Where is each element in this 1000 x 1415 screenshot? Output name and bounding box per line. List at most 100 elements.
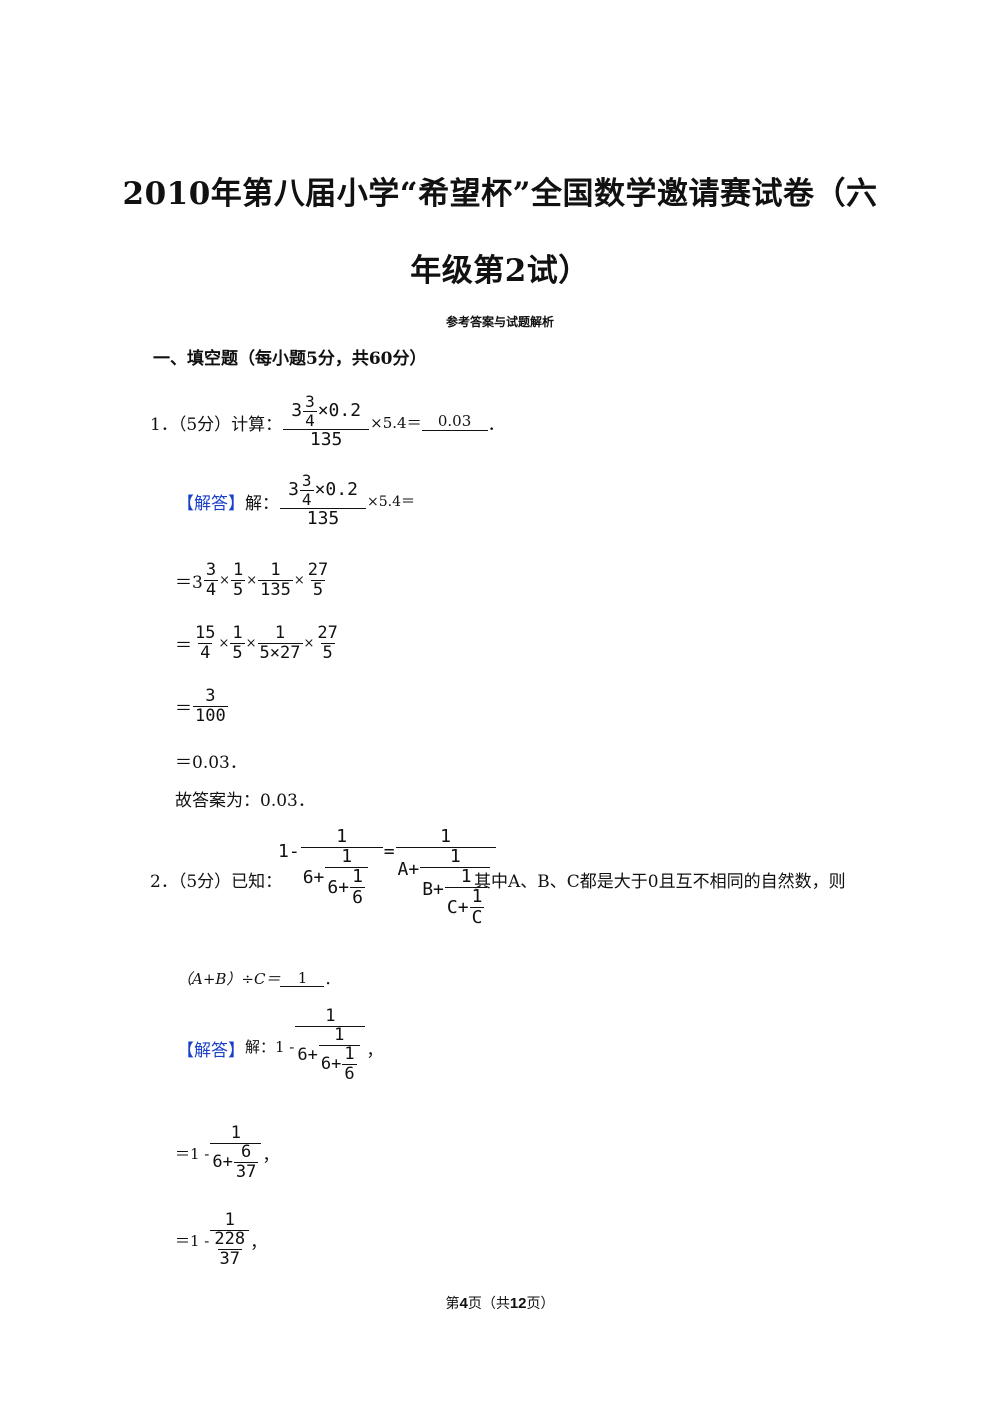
q1-solution-text: 解：: [245, 493, 279, 514]
q2-sol-d6: 6: [342, 1063, 357, 1084]
q2-s1-in-n: 6: [240, 1141, 252, 1162]
q2-s1-in-d: 37: [233, 1161, 259, 1182]
q2-sol-num2: 1: [334, 1024, 345, 1045]
q2-prefix: 2．（5分）已知：: [150, 872, 283, 892]
q1-den: 135: [283, 429, 370, 450]
q2-s2-comma: ，: [250, 1232, 268, 1253]
q1-s1-x1: ×: [219, 573, 230, 589]
q1-fd: 4: [303, 410, 317, 430]
page-title-line2: 年级第2试）: [410, 253, 590, 289]
q1-mul: ×0.2: [317, 400, 362, 422]
q2-answer: 1: [280, 970, 325, 988]
q1-solution-label: 【解答】: [177, 493, 245, 514]
q2-r-num2: 1: [449, 845, 461, 867]
q1-prefix: 1．（5分）计算：: [150, 414, 283, 435]
q1-s1-x2: ×: [246, 573, 258, 589]
page-footer: 第4页（共12页）: [0, 1293, 1000, 1313]
q1-s-whole: 3: [288, 479, 299, 501]
q1-s3-n: 3: [205, 686, 216, 706]
q2-s2-eq: ＝1 -: [175, 1231, 210, 1250]
q2-s1-eq: ＝1 -: [175, 1144, 210, 1163]
q1-s2-x1: ×: [218, 636, 230, 652]
q1-s1-dn: 27: [307, 560, 329, 580]
q2-Cd: C: [469, 906, 485, 928]
q1-s1-cd: 135: [258, 579, 293, 600]
section-heading: 一、填空题（每小题5分，共60分）: [153, 349, 427, 369]
q2-s1-six: 6+: [212, 1152, 233, 1173]
q1-s-den: 135: [280, 508, 366, 529]
q1-tail: ×5.4＝: [370, 413, 422, 432]
q2-eq: =: [383, 841, 395, 862]
q1-s1-bn: 1: [232, 560, 244, 580]
q2-s2-in-n: 228: [214, 1228, 246, 1249]
footer-mid: 页（共: [467, 1296, 510, 1312]
q1-s-fn: 3: [301, 471, 312, 490]
q2-ask: （A+B）÷C＝ 1 ．: [177, 968, 340, 989]
q1-end: ．: [487, 414, 505, 435]
q1-s3-d: 100: [193, 705, 228, 726]
page-title-line1: 2010年第八届小学“希望杯”全国数学邀请赛试卷（六: [122, 176, 878, 212]
q2-r-num3: 1: [460, 865, 472, 887]
q2-r-num: 1: [440, 826, 451, 847]
q2-sol-six1: 6+: [297, 1044, 318, 1065]
q1-s3-eq: ＝: [175, 699, 192, 720]
q2-solution-text: 解：1 -: [245, 1038, 295, 1056]
q1-s1-cn: 1: [270, 560, 281, 580]
q2-C: C+: [446, 896, 469, 918]
q1-fn: 3: [305, 392, 315, 411]
q2-s2-n: 1: [224, 1210, 235, 1230]
q2-A: A+: [397, 858, 420, 880]
q1-s1-dd: 5: [310, 579, 326, 600]
q2-solution-label: 【解答】: [177, 1041, 245, 1061]
q1-s2-x3: ×: [303, 636, 315, 652]
footer-page: 4: [459, 1295, 468, 1312]
q1-whole: 3: [291, 400, 303, 422]
q1-s1-ad: 4: [203, 579, 219, 600]
q1-s2-ad: 4: [198, 642, 213, 663]
q1-s-tail: ×5.4＝: [367, 494, 415, 511]
q2-sol-six2: 6+: [320, 1054, 342, 1075]
q2-s1-n: 1: [230, 1123, 241, 1143]
q1-s-fd: 4: [299, 489, 314, 509]
q1-s2-dn: 27: [317, 623, 338, 643]
q2-ask-prefix: （A+B）÷C＝: [177, 970, 281, 988]
q2-l-num3: 1: [352, 865, 363, 887]
footer-total: 12: [509, 1295, 527, 1312]
q1-s1-x3: ×: [293, 573, 305, 589]
footer-post: 页）: [526, 1296, 555, 1312]
q2-sol-num3: 1: [344, 1043, 355, 1064]
q2-ask-end: ．: [324, 970, 340, 988]
q1-s2-cd: 5×27: [257, 642, 303, 663]
q2-one: 1: [278, 841, 289, 862]
q1-s2-eq: ＝: [175, 636, 192, 657]
q1-s2-x2: ×: [245, 636, 257, 652]
q2-l-num2: 1: [341, 845, 353, 867]
q1-s1-bd: 5: [230, 579, 246, 600]
q1-answer: 0.03: [421, 413, 488, 431]
q2-l-d6: 6: [350, 886, 365, 908]
q1-s1-an: 3: [205, 560, 217, 580]
q2-sol-comma: ，: [366, 1041, 384, 1061]
q1-s2-bn: 1: [232, 623, 243, 643]
q1-s2-an: 15: [195, 623, 216, 643]
q2-condition-text: 其中A、B、C都是大于0且互不相同的自然数，则: [474, 872, 846, 892]
q1-s2-bd: 5: [230, 642, 245, 663]
q2-B: B+: [422, 878, 444, 900]
q2-s2-in-d: 37: [217, 1248, 242, 1269]
q2-l-six1: 6+: [302, 866, 325, 888]
q1-conclusion: 故答案为：0.03．: [175, 791, 315, 811]
q2-minus: -: [288, 841, 300, 862]
q1-s2-cn: 1: [274, 623, 286, 643]
subtitle: 参考答案与试题解析: [445, 315, 554, 329]
footer-pre: 第: [445, 1296, 460, 1312]
